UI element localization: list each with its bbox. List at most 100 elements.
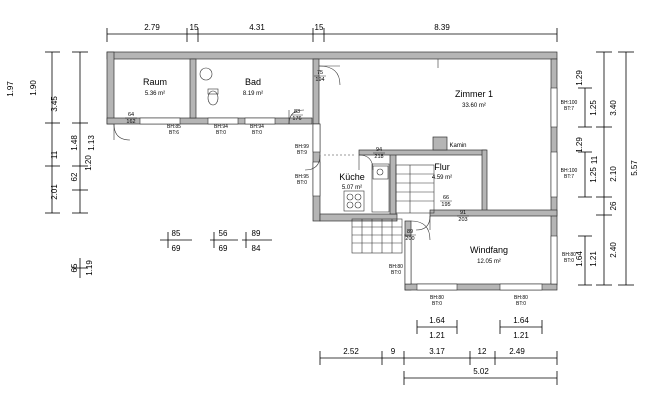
opening-6-top: 89 xyxy=(407,229,413,235)
room-name-zimmer: Zimmer 1 xyxy=(455,89,493,99)
dim-right-inner-3: 1.29 xyxy=(575,137,584,153)
opening-4-bottom: 195 xyxy=(441,202,450,208)
opening-6-bottom: 200 xyxy=(405,236,414,242)
window-openings xyxy=(139,87,558,291)
dim-left-outer-1: 3.45 xyxy=(50,96,59,112)
window-3-bt: BT:9 xyxy=(297,150,307,156)
kitchen-fixtures xyxy=(343,163,390,213)
window-6-bh: BH:100 xyxy=(561,168,578,174)
window-0-bh: BH:85 xyxy=(167,124,181,130)
dim-right-inner-6: 1.21 xyxy=(589,251,598,267)
dim-right-mid-3: 2.40 xyxy=(609,242,618,258)
window-10-bt: BT:0 xyxy=(516,301,526,307)
dim-left-outer-0: 1.97 xyxy=(6,81,15,97)
room-area-zimmer: 33.60 m² xyxy=(462,103,486,109)
opening-5-top: 91 xyxy=(460,210,466,216)
opening-5-bottom: 203 xyxy=(458,217,467,223)
dim-bottom-5: 5.02 xyxy=(473,367,489,376)
legend-1-top: 56 xyxy=(219,229,228,238)
dim-window-1-bottom: 1.21 xyxy=(513,331,529,340)
dim-left-outer-3: 2.01 xyxy=(50,184,59,200)
kamin-label: Kamin xyxy=(449,143,466,149)
opening-1-bottom: 194 xyxy=(315,77,324,83)
room-name-flur: Flur xyxy=(434,162,450,172)
room-area-windfang: 12.05 m² xyxy=(477,259,501,265)
dim-left-outer-2: 11 xyxy=(50,150,59,159)
window-9-bt: BT:0 xyxy=(432,301,442,307)
dim-right-inner-5: 1.64 xyxy=(575,251,584,267)
dim-right-mid-1: 2.10 xyxy=(609,166,618,182)
dim-window-0-top: 1.64 xyxy=(429,316,445,325)
window-2-bh: BH:94 xyxy=(250,124,264,130)
dimension-lines xyxy=(45,28,634,385)
opening-0-bottom: 162 xyxy=(126,119,135,125)
dim-bottom-4: 2.49 xyxy=(509,347,525,356)
window-5-bh: BH:100 xyxy=(561,100,578,106)
opening-4-top: 66 xyxy=(443,195,449,201)
opening-labels: 64 162 75 194 83 176 94 218 66 195 91 20… xyxy=(125,70,469,242)
opening-0-top: 64 xyxy=(128,112,134,118)
window-8-bh: BH:80 xyxy=(389,264,403,270)
dim-top-0: 2.79 xyxy=(144,23,160,32)
window-4-bh: BH:95 xyxy=(295,174,309,180)
opening-3-bottom: 218 xyxy=(374,154,383,160)
bathroom-fixtures xyxy=(199,67,219,106)
dim-left-inner-2: 62 xyxy=(70,172,79,181)
dim-bottom-2: 3.17 xyxy=(429,347,445,356)
window-10-bh: BH:80 xyxy=(514,295,528,301)
window-6-bt: BT:7 xyxy=(564,174,574,180)
room-area-flur: 4.59 m² xyxy=(432,175,452,181)
door-swings xyxy=(113,65,431,241)
window-2-bt: BT:0 xyxy=(252,130,262,136)
window-1-bh: BH:94 xyxy=(214,124,228,130)
legend-0-top: 85 xyxy=(172,229,181,238)
opening-2-bottom: 176 xyxy=(292,116,301,122)
room-area-bad: 8.19 m² xyxy=(243,91,263,97)
dim-left-inner-4: 1.13 xyxy=(87,135,96,151)
window-5-bt: BT:7 xyxy=(564,106,574,112)
room-area-kueche: 5.07 m² xyxy=(342,185,362,191)
window-8-bt: BT:0 xyxy=(391,270,401,276)
dim-bottom-0: 2.52 xyxy=(343,347,359,356)
window-7-bt: BT:0 xyxy=(564,258,574,264)
dim-bottom-1: 9 xyxy=(391,347,396,356)
window-3-bh: BH:99 xyxy=(295,144,309,150)
window-1-bt: BT:0 xyxy=(216,130,226,136)
room-name-kueche: Küche xyxy=(339,172,365,182)
dim-left-inner-3: 1.20 xyxy=(84,155,93,171)
window-4-bt: BT:0 xyxy=(297,180,307,186)
dim-bottom-3: 12 xyxy=(478,347,487,356)
room-labels: Raum 5.36 m² Bad 8.19 m² Zimmer 1 33.60 … xyxy=(143,77,508,265)
dim-right-mid-0: 3.40 xyxy=(609,100,618,116)
dim-right-inner-4: 1.25 xyxy=(589,167,598,183)
left-vertical-top: 65 xyxy=(70,263,79,272)
legend-0-bottom: 69 xyxy=(172,244,181,253)
opening-2-top: 83 xyxy=(294,109,300,115)
dim-right-inner-2: 11 xyxy=(590,155,599,164)
room-area-raum: 5.36 m² xyxy=(145,91,165,97)
dim-right-inner-0: 1.29 xyxy=(575,70,584,86)
dim-top-4: 8.39 xyxy=(434,23,450,32)
dim-top-3: 15 xyxy=(315,23,324,32)
window-7-bh: BH:80 xyxy=(562,252,576,258)
dim-left-inner-1: 1.48 xyxy=(70,135,79,151)
legend-2-top: 89 xyxy=(252,229,261,238)
opening-1-top: 75 xyxy=(317,70,323,76)
staircase xyxy=(351,164,435,254)
legend-2-bottom: 84 xyxy=(252,244,261,253)
dim-window-0-bottom: 1.21 xyxy=(429,331,445,340)
left-vertical-bottom: 1.19 xyxy=(85,260,94,276)
dimension-labels: 2.79 15 4.31 15 8.39 1.97 3.45 11 2.01 1… xyxy=(6,23,639,376)
dim-right-inner-1: 1.25 xyxy=(589,100,598,116)
dim-top-1: 15 xyxy=(190,23,199,32)
legend-1-bottom: 69 xyxy=(219,244,228,253)
dim-right-outer-0: 5.57 xyxy=(630,160,639,176)
room-name-raum: Raum xyxy=(143,77,167,87)
room-name-bad: Bad xyxy=(245,77,261,87)
window-labels: BH:85 BT:6 BH:94 BT:0 BH:94 BT:0 BH:99 B… xyxy=(167,100,578,307)
dim-left-inner-0: 1.90 xyxy=(29,80,38,96)
room-name-windfang: Windfang xyxy=(470,245,508,255)
dim-window-1-top: 1.64 xyxy=(513,316,529,325)
window-0-bt: BT:6 xyxy=(169,130,179,136)
